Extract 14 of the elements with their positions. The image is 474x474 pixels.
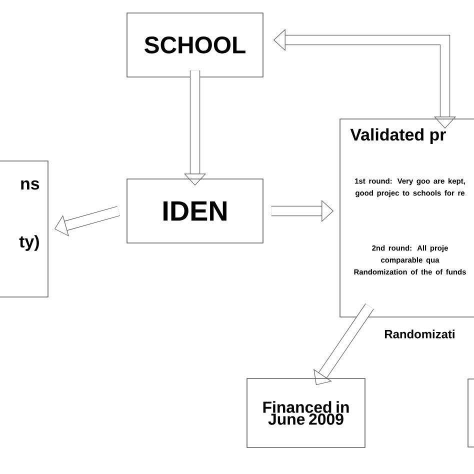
edge-label: Randomizati [385,330,454,338]
box-label: SCHOOL [144,36,246,54]
process-box [126,12,264,78]
box-label: Financed in June 2009 [263,401,349,425]
process-box [246,378,366,448]
box-label: ty) [19,235,39,251]
process-box [0,160,48,298]
process-box [340,118,474,318]
empty-box [468,378,474,448]
process-box [126,178,264,244]
box-label: IDEN [164,201,226,221]
box-heading: Validated pr [350,128,446,144]
box-label: ns [21,180,40,190]
block-arrow [314,304,374,386]
